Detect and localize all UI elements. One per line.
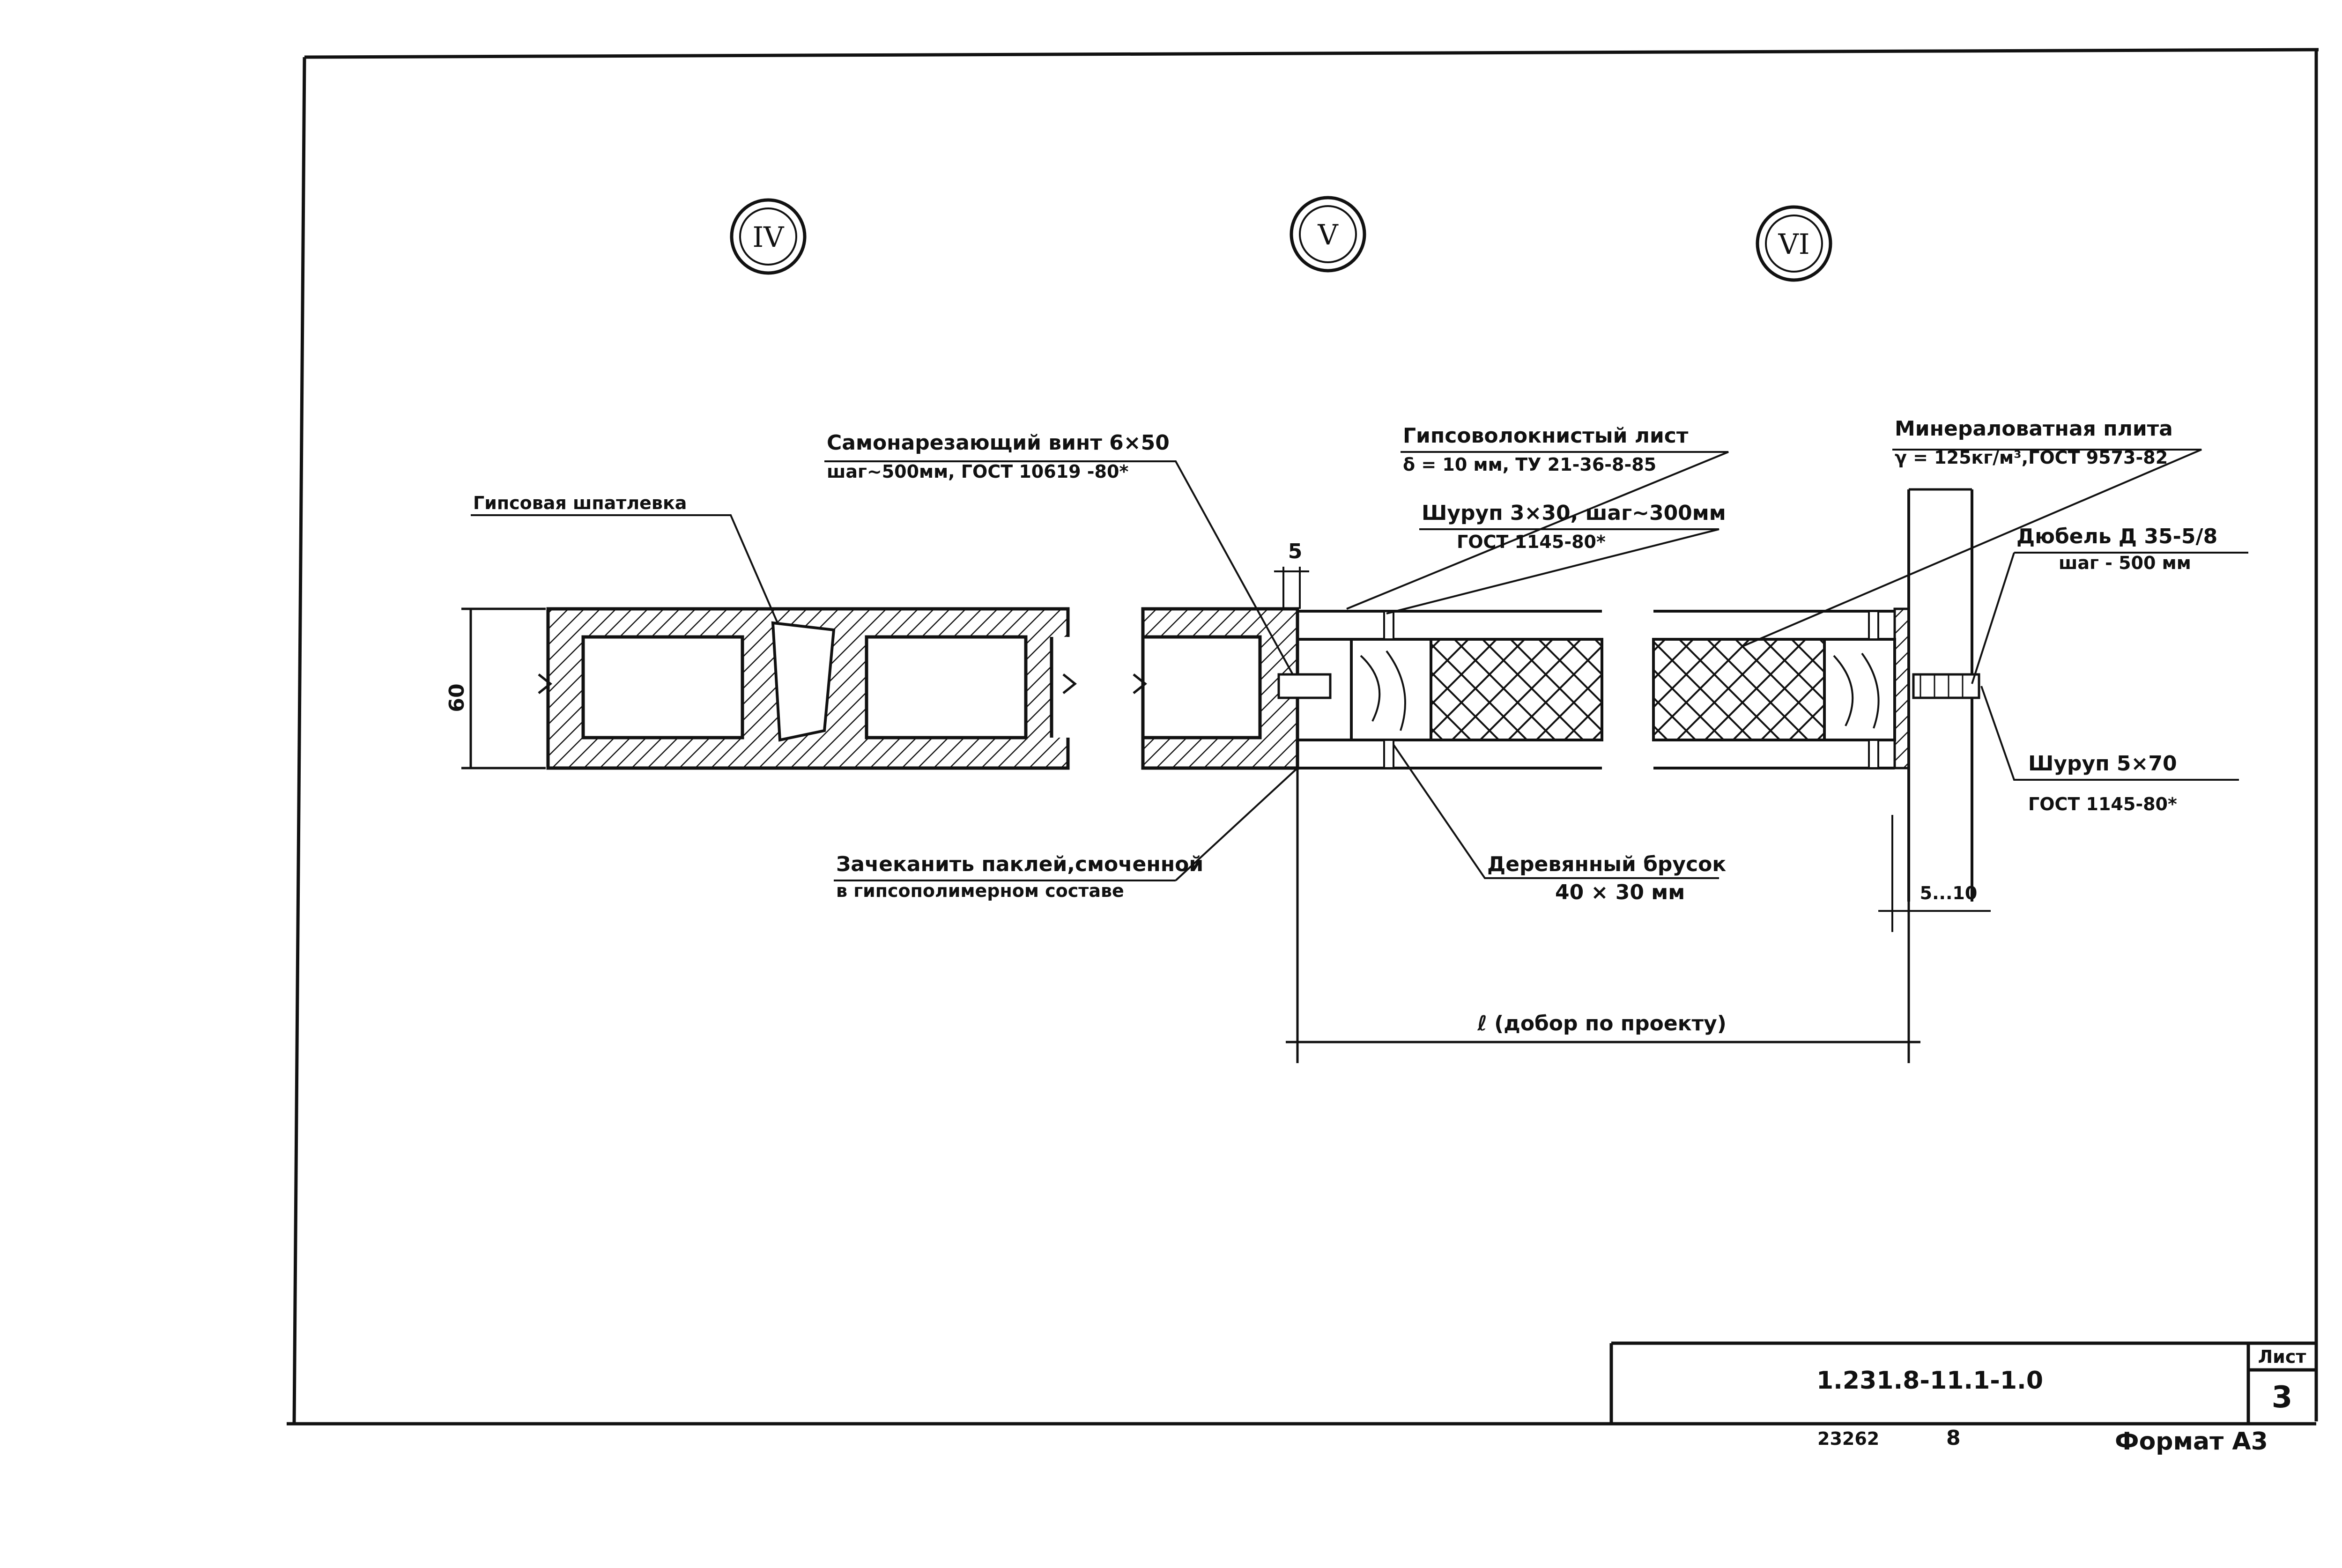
height-dimension-value: 60 (445, 683, 469, 712)
screw-label-spec: шаг~500мм, ГОСТ 10619 -80* (827, 461, 1128, 482)
screw-label-title: Самонарезающий винт 6×50 (827, 431, 1170, 455)
sheet-number: 3 (2272, 1380, 2293, 1415)
caulk-label-line1: Зачеканить паклей,смоченной (836, 852, 1203, 876)
mineral-wool-left (1430, 638, 1603, 741)
page-number: 8 (1946, 1426, 1961, 1450)
mineral-label-title: Минераловатная плита (1895, 417, 2173, 441)
mineral-label-spec: γ = 125кг/м³,ГОСТ 9573-82 (1895, 447, 2168, 468)
plaster-joint (771, 621, 836, 742)
panel-detail-vi (1652, 488, 1980, 902)
screw3-label-title: Шуруп 5×70 (2028, 752, 2177, 776)
bar-label-spec: 40 × 30 мм (1555, 880, 1685, 904)
dowel-label-title: Дюбель Д 35-5/8 (2016, 525, 2217, 548)
sheet-frame (287, 48, 2319, 1426)
length-dimension-value: ℓ (добор по проекту) (1477, 1012, 1727, 1035)
section-marker-vi-label: VI (1778, 228, 1809, 261)
gap-dimension-value: 5 (1288, 540, 1303, 563)
offset-dimension-value: 5...10 (1920, 883, 1978, 903)
section-marker-v-label: V (1317, 219, 1339, 251)
panel-detail-iv (538, 607, 1080, 770)
offset-dimension (1878, 815, 1991, 932)
title-block (1609, 1341, 2316, 1424)
section-marker-vi: VI (1756, 205, 1832, 282)
format-label: Формат А3 (2115, 1427, 2268, 1456)
length-dimension (1286, 768, 1920, 1063)
gfb-label-title: Гипсоволокнистый лист (1403, 424, 1689, 448)
sheet-label: Лист (2258, 1346, 2306, 1367)
screw3-label-spec: ГОСТ 1145-80* (2028, 794, 2177, 814)
gap-dimension (1274, 567, 1309, 609)
bar-label-title: Деревянный брусок (1487, 852, 1726, 876)
archive-number: 23262 (1817, 1428, 1879, 1449)
dowel-label-spec: шаг - 500 мм (2059, 553, 2191, 573)
caulk-label-line2: в гипсополимерном составе (836, 880, 1124, 901)
document-number: 1.231.8-11.1-1.0 (1816, 1367, 2043, 1395)
mineral-wool-right (1652, 638, 1826, 741)
section-marker-iv: IV (730, 198, 807, 275)
gfb-label-spec: δ = 10 мм, ТУ 21-36-8-85 (1403, 454, 1656, 475)
dowel (1912, 673, 1980, 699)
wooden-bar-right (1823, 638, 1896, 741)
section-marker-v: V (1290, 196, 1366, 273)
height-dimension (461, 607, 546, 769)
self-tapping-screw (1277, 673, 1332, 699)
screw2-label-spec: ГОСТ 1145-80* (1457, 532, 1606, 552)
section-marker-iv-label: IV (752, 221, 785, 254)
panel-detail-v (1133, 607, 1603, 770)
putty-label: Гипсовая шпатлевка (473, 493, 687, 513)
leader-lines (471, 449, 2248, 881)
wooden-bar (1350, 638, 1432, 741)
screw2-label-title: Шуруп 3×30, шаг~300мм (1422, 501, 1726, 525)
